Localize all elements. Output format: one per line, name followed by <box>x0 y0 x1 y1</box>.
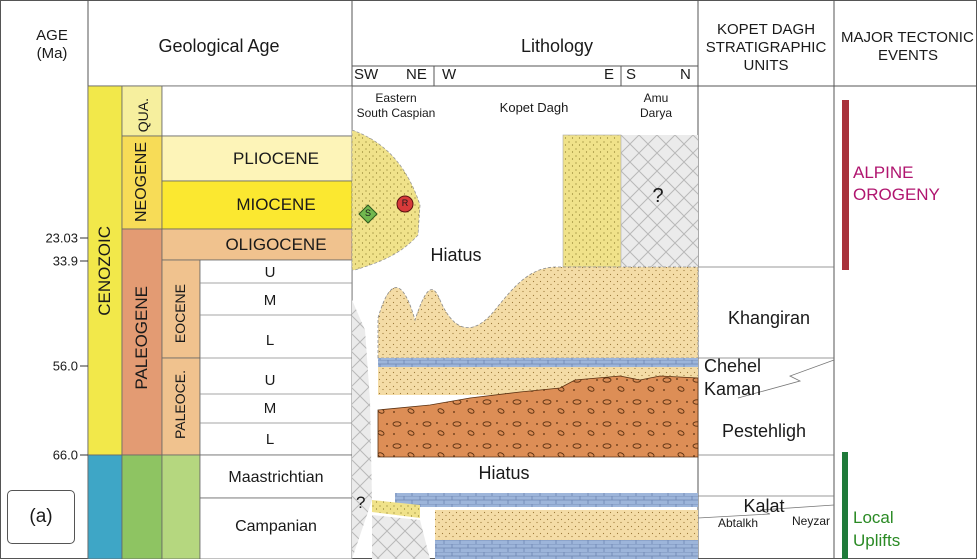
dir-w: W <box>442 67 456 82</box>
eocene-l: L <box>266 333 274 348</box>
eocene-label: EOCENE <box>173 284 187 343</box>
kopet-dagh-region: Kopet Dagh <box>500 101 569 114</box>
alpine-bar <box>842 100 849 270</box>
cretaceous-period-band <box>122 455 162 559</box>
upper-cretaceous-band <box>162 455 200 559</box>
s-marker-label: S <box>365 209 371 218</box>
eocene-m: M <box>264 293 277 308</box>
age-33: 33.9 <box>53 255 78 268</box>
sub-cells <box>200 260 352 455</box>
dir-e: E <box>604 67 614 82</box>
lithology-header: Lithology <box>521 37 593 55</box>
tectonic-header-line1: MAJOR TECTONIC <box>841 30 974 45</box>
hiatus-lower: Hiatus <box>478 464 529 482</box>
r-marker-label: R <box>402 199 409 208</box>
paleogene-label: PALEOGENE <box>133 286 150 390</box>
unit-pestehligh: Pestehligh <box>722 422 806 440</box>
dir-n: N <box>680 67 691 82</box>
dir-ne: NE <box>406 67 427 82</box>
amu-line2: Darya <box>640 107 672 119</box>
age-66: 66.0 <box>53 449 78 462</box>
unit-abtalkh: Abtalkh <box>718 517 758 529</box>
lithology-panel <box>352 130 698 559</box>
campanian-label: Campanian <box>235 519 317 535</box>
eastern-line1: Eastern <box>375 92 416 104</box>
unit-neyzar: Neyzar <box>792 515 830 527</box>
age-header-line1: AGE <box>36 28 68 43</box>
eastern-line2: South Caspian <box>357 107 436 119</box>
figure-label: (a) <box>7 490 75 544</box>
pliocene-label: PLIOCENE <box>233 150 319 167</box>
units-header-line1: KOPET DAGH <box>717 22 815 37</box>
paleogene-sand-upper <box>378 267 698 358</box>
paleocene-label: PALEOCE. <box>173 370 187 439</box>
quaternary-cell <box>162 86 352 136</box>
paleocene-u: U <box>265 373 276 388</box>
alpine-line2: OROGENY <box>853 185 940 205</box>
question-left: ? <box>356 494 365 511</box>
maastrichtian-label: Maastrichtian <box>228 470 323 486</box>
cretaceous-edge-gray <box>372 515 430 559</box>
unit-kaman: Kaman <box>704 380 761 398</box>
amu-line1: Amu <box>644 92 669 104</box>
age-23: 23.03 <box>45 232 78 245</box>
quaternary-label: QUA. <box>136 98 150 132</box>
geological-age-header: Geological Age <box>158 37 279 55</box>
local-line1: Local <box>853 508 894 528</box>
question-amu: ? <box>652 186 663 206</box>
local-uplift-bar <box>842 452 848 559</box>
cretaceous-era-band <box>88 455 122 559</box>
local-line2: Uplifts <box>853 531 900 551</box>
unit-khangiran: Khangiran <box>728 309 810 327</box>
kopet-pliocene-sand <box>563 135 621 267</box>
paleocene-m: M <box>264 401 277 416</box>
miocene-label: MIOCENE <box>236 196 315 213</box>
paleocene-l: L <box>266 432 274 447</box>
age-56: 56.0 <box>53 360 78 373</box>
limestone-kalat <box>395 493 698 507</box>
alpine-line1: ALPINE <box>853 163 913 183</box>
age-header-line2: (Ma) <box>37 46 68 61</box>
limestone-bottom <box>435 540 698 559</box>
dir-sw: SW <box>354 67 378 82</box>
sand-lower-1 <box>435 510 698 540</box>
eocene-u: U <box>265 265 276 280</box>
hiatus-upper: Hiatus <box>430 246 481 264</box>
unit-chehel: Chehel <box>704 357 761 375</box>
neogene-label: NEOGENE <box>134 142 150 222</box>
limestone-thin-1 <box>378 358 698 367</box>
tectonic-header-line2: EVENTS <box>878 48 938 63</box>
oligocene-label: OLIGOCENE <box>225 236 326 253</box>
cenozoic-label: CENOZOIC <box>96 226 113 316</box>
unit-kalat: Kalat <box>743 497 784 515</box>
caspian-edge-gray <box>352 300 372 559</box>
units-header-line3: UNITS <box>744 58 789 73</box>
dir-s: S <box>626 67 636 82</box>
units-header-line2: STRATIGRAPHIC <box>706 40 827 55</box>
